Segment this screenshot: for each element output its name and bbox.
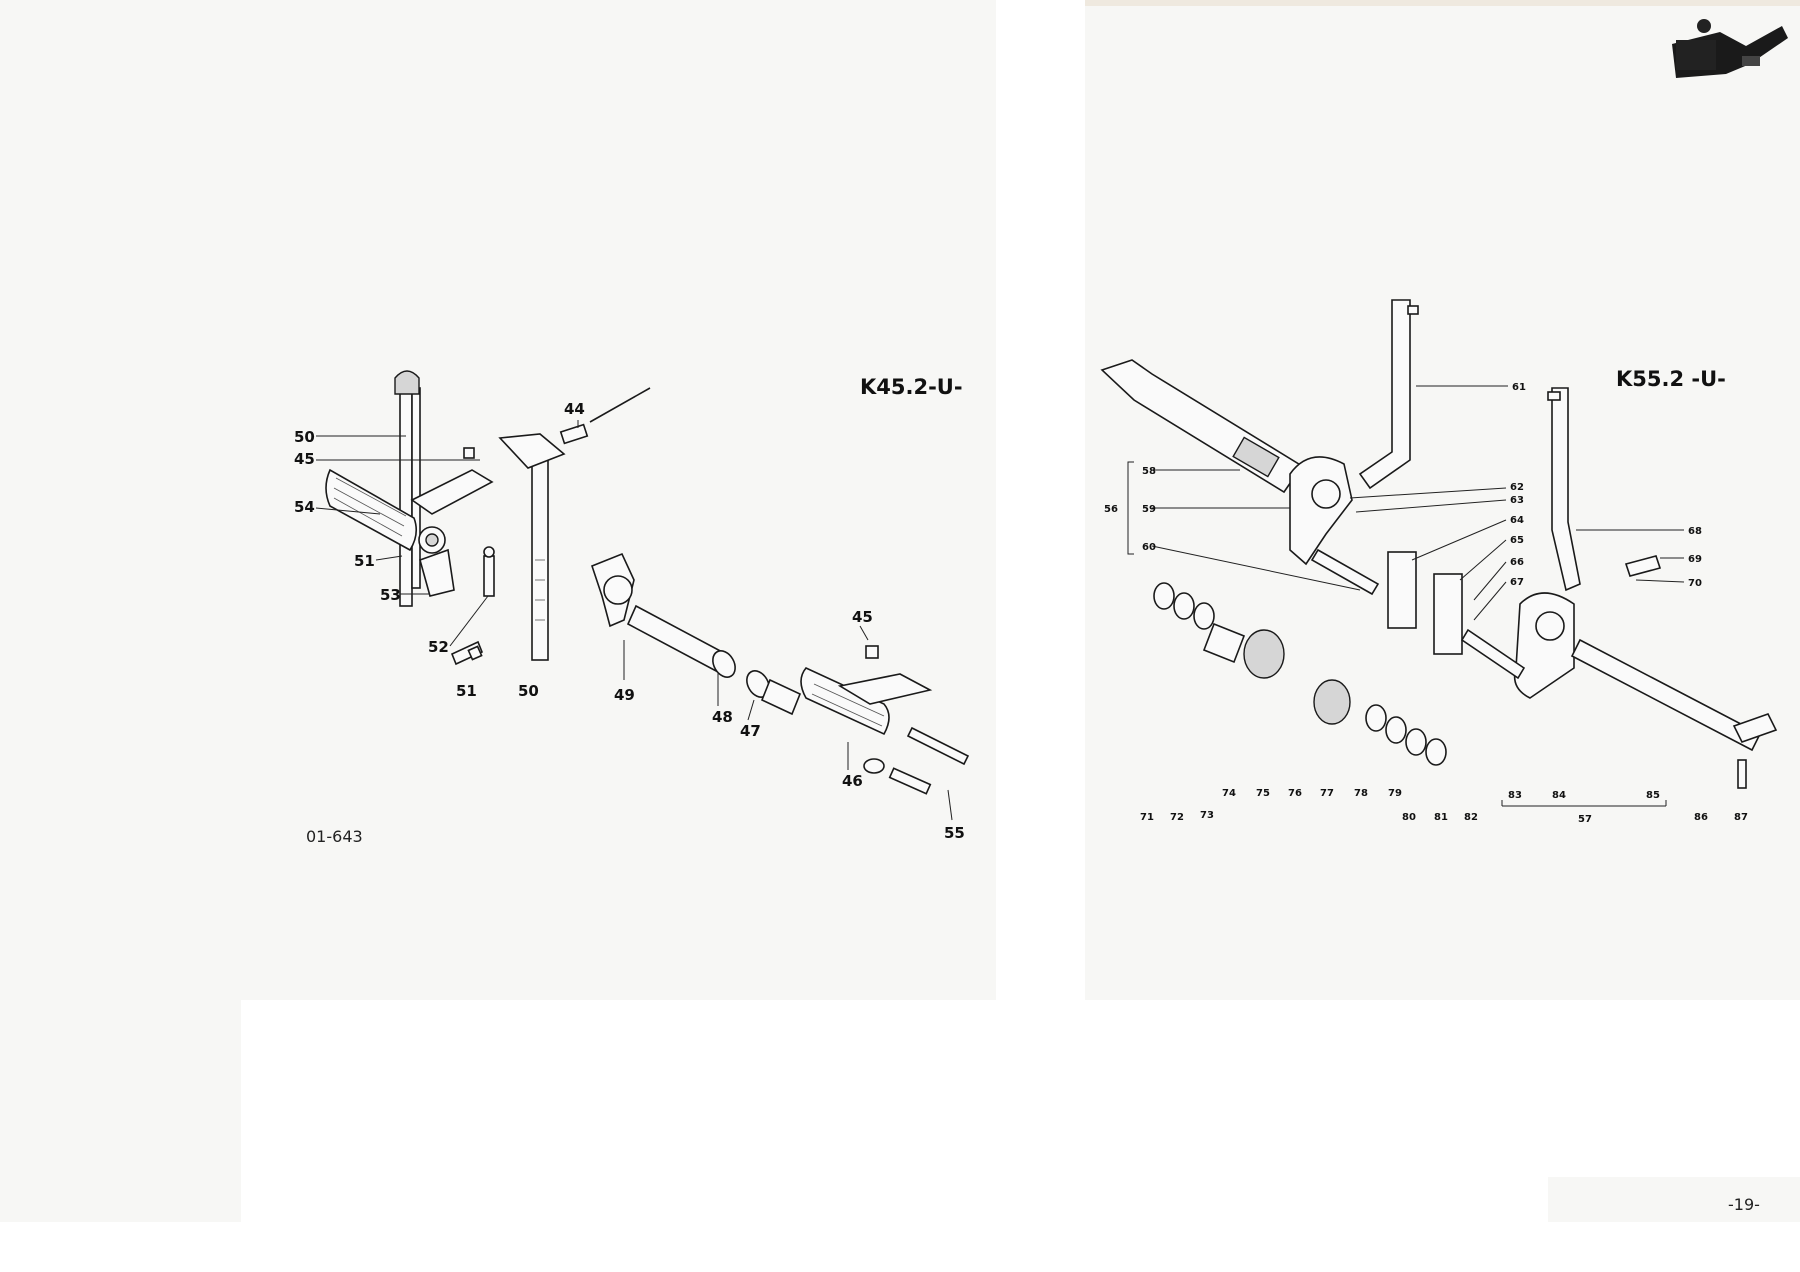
- lever-50: [498, 433, 566, 661]
- callout-72: 72: [1170, 812, 1184, 823]
- callout-58: 58: [1142, 466, 1156, 477]
- rings-71-73: [1153, 582, 1215, 630]
- grip-46: [800, 667, 890, 736]
- callout-51-upper: 51: [354, 552, 375, 570]
- bushing-74: [1202, 622, 1246, 664]
- callout-69: 69: [1688, 554, 1702, 565]
- cap-45-upper: [463, 447, 475, 459]
- bolt-69: [1624, 555, 1662, 577]
- plate-64: [1387, 551, 1417, 629]
- callout-71: 71: [1140, 812, 1154, 823]
- callout-81: 81: [1434, 812, 1448, 823]
- callout-45-lower: 45: [852, 608, 873, 626]
- callout-55: 55: [944, 824, 965, 842]
- clamp-86-87: [1732, 713, 1778, 789]
- handle-rod-50: [394, 370, 421, 607]
- callout-73: 73: [1200, 810, 1214, 821]
- callout-52: 52: [428, 638, 449, 656]
- callout-65: 65: [1510, 535, 1524, 546]
- right-page-bottom-corner: [1548, 1177, 1800, 1222]
- callout-64: 64: [1510, 515, 1524, 526]
- clamp-45-lower: [837, 645, 933, 705]
- callout-62: 62: [1510, 482, 1524, 493]
- callout-68: 68: [1688, 526, 1702, 537]
- housing-59: [1289, 456, 1353, 566]
- left-page-lower: [0, 1000, 241, 1222]
- callout-45-upper: 45: [294, 450, 315, 468]
- callout-77: 77: [1320, 788, 1334, 799]
- page-number: -19-: [1728, 1195, 1760, 1214]
- callout-49: 49: [614, 686, 635, 704]
- callout-84: 84: [1552, 790, 1566, 801]
- bearing-block-49: [591, 552, 635, 628]
- right-page: [1085, 0, 1800, 1000]
- housing-84: [1513, 592, 1575, 699]
- model-label-right: K55.2 -U-: [1616, 367, 1726, 391]
- callout-79: 79: [1388, 788, 1402, 799]
- callout-87: 87: [1734, 812, 1748, 823]
- callout-54: 54: [294, 498, 315, 516]
- callout-47: 47: [740, 722, 761, 740]
- rings-78-82: [1365, 704, 1447, 766]
- callout-61: 61: [1512, 382, 1526, 393]
- callout-86: 86: [1694, 812, 1708, 823]
- callout-60: 60: [1142, 542, 1156, 553]
- grip-54: [325, 468, 418, 552]
- bushing-77: [1313, 679, 1351, 725]
- callout-76: 76: [1288, 788, 1302, 799]
- plate-number: 01-643: [306, 827, 363, 846]
- callout-75: 75: [1256, 788, 1270, 799]
- pin-60: [1310, 548, 1380, 596]
- callout-48: 48: [712, 708, 733, 726]
- callout-80: 80: [1402, 812, 1416, 823]
- bracket-53: [410, 469, 494, 597]
- right-page-lower-left: [1085, 880, 1270, 1000]
- callout-63: 63: [1510, 495, 1524, 506]
- callout-57: 57: [1578, 814, 1592, 825]
- bolt-52: [483, 546, 495, 597]
- callout-56: 56: [1104, 504, 1118, 515]
- pin: [906, 726, 970, 766]
- arm-61: [1358, 299, 1419, 490]
- callout-53: 53: [380, 586, 401, 604]
- scan-edge: [1085, 0, 1800, 6]
- callout-44: 44: [564, 400, 585, 418]
- callout-74: 74: [1222, 788, 1236, 799]
- bushing-75: [1243, 629, 1285, 679]
- sleeve: [760, 678, 802, 716]
- pin-83: [1460, 628, 1526, 680]
- callout-85: 85: [1646, 790, 1660, 801]
- callout-59: 59: [1142, 504, 1156, 515]
- bolt-51-lower: [450, 640, 484, 666]
- plate-65: [1433, 573, 1463, 655]
- callout-78: 78: [1354, 788, 1368, 799]
- shaft-58: [1100, 359, 1304, 494]
- callout-51-lower: 51: [456, 682, 477, 700]
- callout-82: 82: [1464, 812, 1478, 823]
- callout-66: 66: [1510, 557, 1524, 568]
- shaft-85: [1570, 638, 1762, 752]
- model-label-left: K45.2-U-: [860, 375, 963, 399]
- bolt-55: [863, 758, 932, 795]
- callout-50-upper: 50: [294, 428, 315, 446]
- callout-50-lower: 50: [518, 682, 539, 700]
- cable-44: [559, 387, 651, 445]
- left-page: [0, 0, 996, 1000]
- chainsaw-icon: [1672, 19, 1788, 78]
- arm-68: [1547, 387, 1581, 592]
- callout-83: 83: [1508, 790, 1522, 801]
- callout-67: 67: [1510, 577, 1524, 588]
- callout-46: 46: [842, 772, 863, 790]
- callout-70: 70: [1688, 578, 1702, 589]
- shaft-48: [626, 604, 736, 678]
